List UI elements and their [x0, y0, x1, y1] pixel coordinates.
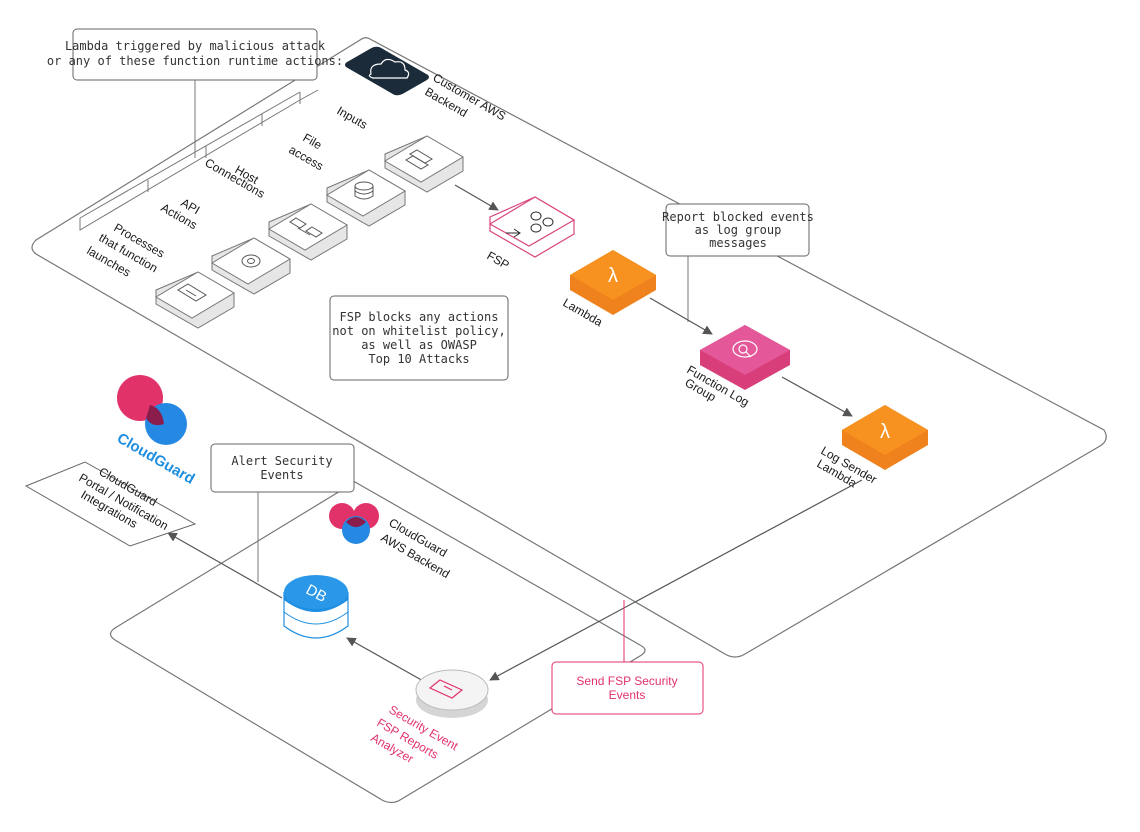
customer-backend: Customer AWS Backend [345, 46, 508, 123]
log-sender-node: λ Log Sender Lambda [815, 405, 928, 490]
runtime-bracket-lines [79, 89, 319, 231]
arrow-analyzer-to-db [346, 637, 426, 683]
input-form-icon [405, 149, 433, 170]
network-icon [289, 217, 323, 238]
arrow-lambda-to-log [649, 297, 713, 335]
send-callout-line1: Send FSP Security [576, 674, 677, 688]
tile-inputs [384, 135, 464, 193]
tile-file-access [326, 169, 406, 227]
report-callout-line3: messages [709, 236, 767, 250]
fsp-blocks-line1: FSP blocks any actions [340, 310, 499, 324]
analyzer-icon [428, 679, 464, 699]
lambda-icon: λ [608, 265, 618, 287]
fsp-node: FSP [485, 196, 576, 272]
arrow-sender-to-analyzer [489, 479, 863, 681]
trigger-callout: Lambda triggered by malicious attack or … [47, 28, 343, 158]
code-file-icon [177, 283, 207, 302]
report-callout-line1: Report blocked events [662, 210, 814, 224]
runtime-action-label-inputs: Inputs [335, 103, 370, 131]
flow-arrows [167, 184, 863, 683]
cloudguard-platform [109, 481, 646, 804]
alert-callout-line1: Alert Security [231, 454, 332, 468]
lambda-node: λ Lambda [561, 250, 656, 329]
tile-api-actions [211, 237, 291, 295]
tile-host-connections [268, 203, 348, 261]
report-callout-line2: as log group [695, 223, 782, 237]
report-callout: Report blocked events as log group messa… [662, 203, 814, 322]
alert-callout: Alert Security Events [210, 443, 355, 582]
fsp-label: FSP [485, 248, 512, 272]
alert-callout-line2: Events [260, 468, 303, 482]
tile-processes [155, 271, 235, 329]
send-callout-line2: Events [609, 688, 646, 702]
gear-icon [241, 254, 261, 268]
send-callout: Send FSP Security Events [551, 600, 704, 715]
fsp-blocks-callout: FSP blocks any actions not on whitelist … [329, 295, 509, 381]
cloudguard-logo: CloudGuard [114, 375, 198, 488]
arrow-log-to-sender [781, 376, 853, 417]
log-search-icon [732, 340, 758, 358]
function-log-node: Function Log Group [683, 325, 790, 409]
database-icon [354, 181, 374, 200]
arrow-inputs-to-fsp [454, 184, 499, 211]
fsp-icon [506, 211, 554, 238]
arrow-db-to-portal [167, 532, 283, 599]
runtime-action-tiles [155, 135, 464, 329]
trigger-callout-line1: Lambda triggered by malicious attack [65, 39, 326, 53]
fsp-blocks-line4: Top 10 Attacks [368, 352, 469, 366]
trigger-callout-line2: or any of these function runtime actions… [47, 54, 343, 68]
fsp-blocks-line3: as well as OWASP [361, 338, 477, 352]
db-node: DB [283, 575, 349, 639]
log-sender-lambda-icon: λ [880, 421, 890, 443]
customer-platform [31, 37, 1107, 658]
fsp-blocks-line2: not on whitelist policy, [332, 324, 505, 338]
cloud-icon [368, 58, 410, 79]
analyzer-node: Security Event FSP Reports Analyzer [369, 669, 489, 766]
cloudguard-backend: CloudGuard AWS Backend [329, 503, 452, 581]
